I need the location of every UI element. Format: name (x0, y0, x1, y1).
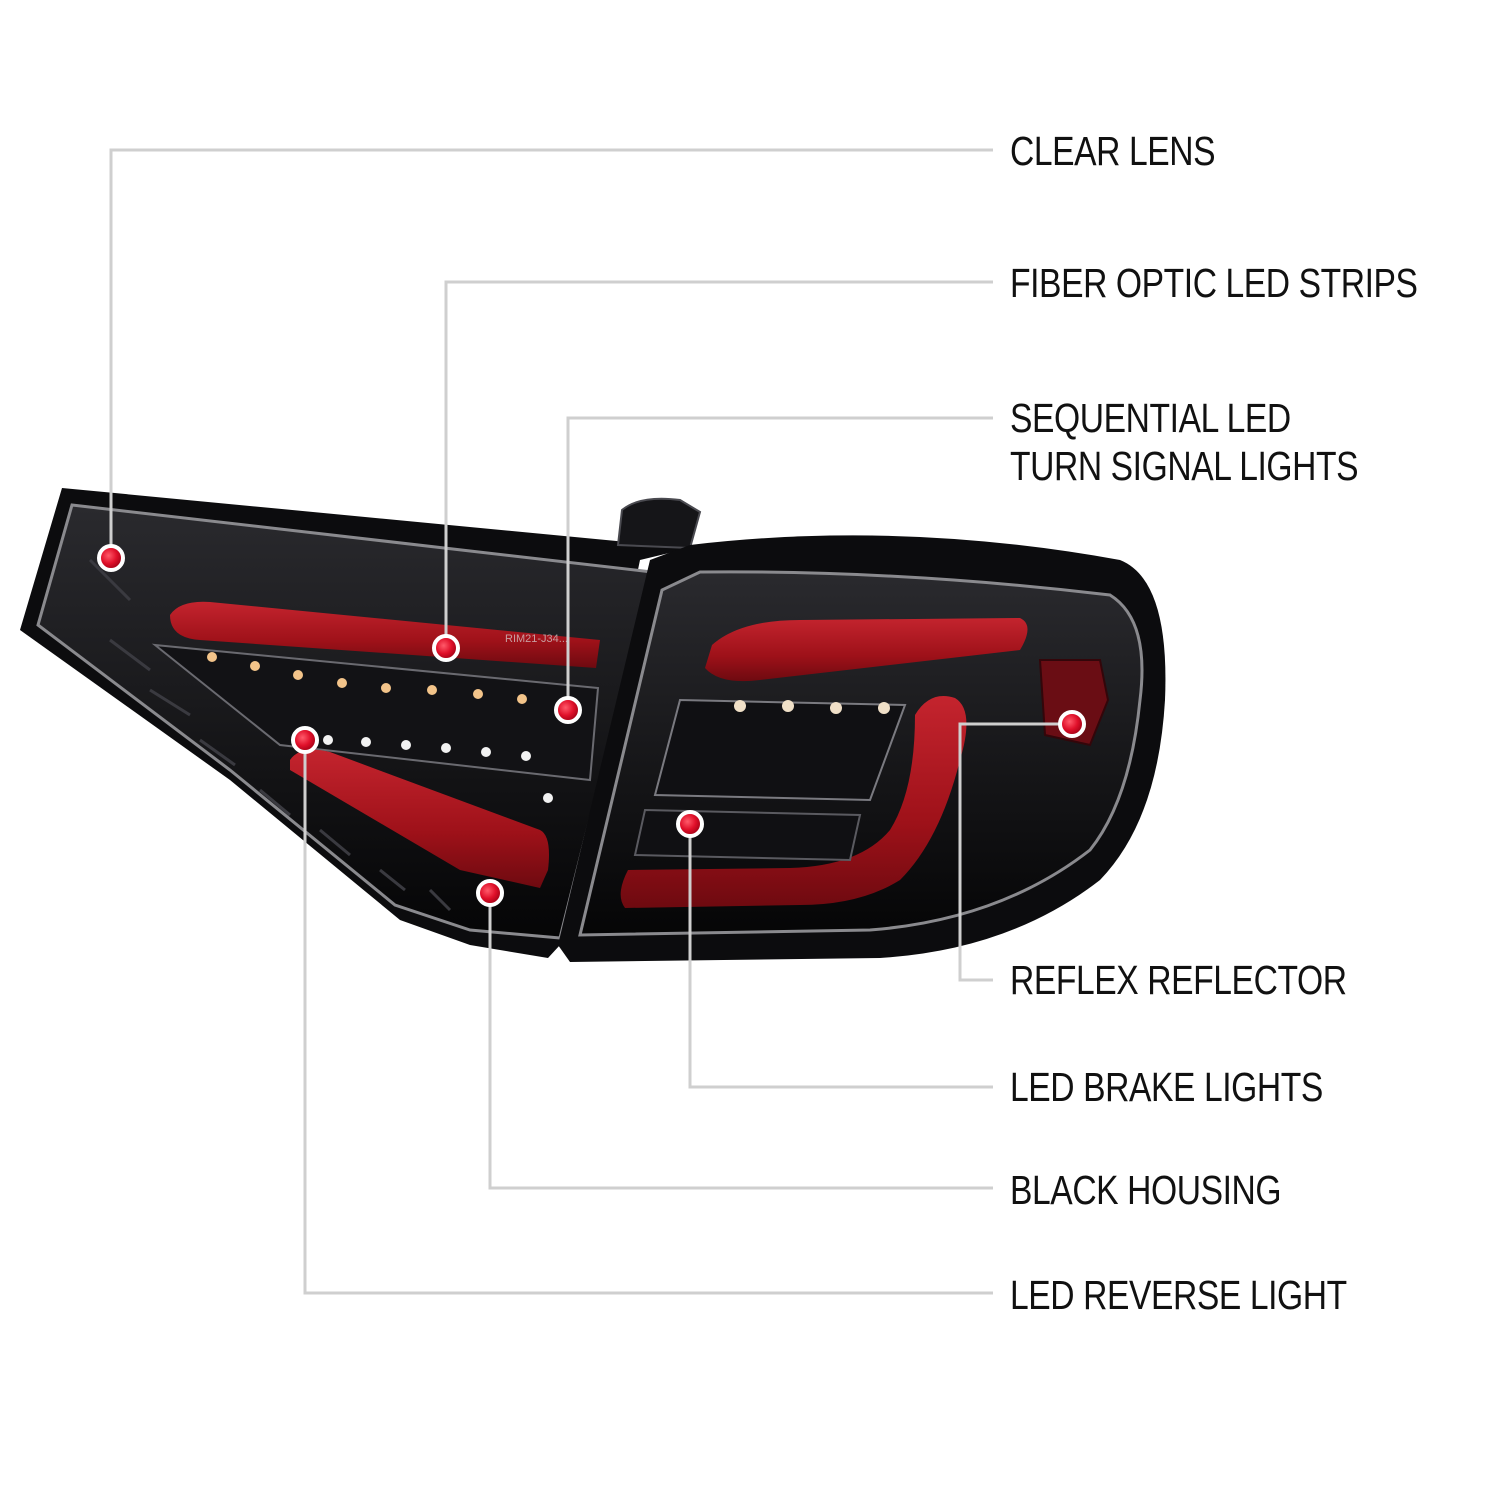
outer-led-panel (151, 643, 600, 782)
leader-brake (688, 824, 993, 1089)
label-led-brake-lights: LED BRAKE LIGHTS (1010, 1063, 1323, 1111)
label-brake-text: LED BRAKE LIGHTS (1010, 1064, 1323, 1110)
label-housing-text: BLACK HOUSING (1010, 1167, 1282, 1213)
leader-reflex (958, 722, 1072, 982)
outer-upper-led-row (207, 652, 527, 704)
marker-fiber-optic (432, 634, 460, 662)
leader-housing (488, 893, 993, 1190)
marker-sequential (554, 696, 582, 724)
lens-marking: RIM21-J34... (505, 633, 568, 645)
label-reflex-text: REFLEX REFLECTOR (1010, 957, 1347, 1003)
label-sequential-led-turn-signal: SEQUENTIAL LED TURN SIGNAL LIGHTS (1010, 394, 1359, 490)
leader-fiber-optic (444, 280, 993, 648)
outer-lower-led-row (323, 735, 553, 803)
label-clear-lens: CLEAR LENS (1010, 127, 1216, 175)
marker-reverse (291, 726, 319, 754)
label-fiber-optic-led-strips: FIBER OPTIC LED STRIPS (1010, 259, 1418, 307)
label-clear-lens-text: CLEAR LENS (1010, 128, 1216, 174)
label-reverse-text: LED REVERSE LIGHT (1010, 1272, 1347, 1318)
inner-mount-tab (616, 497, 702, 550)
inner-upper-light-bar (705, 618, 1028, 682)
marker-reflex (1058, 710, 1086, 738)
label-led-reverse-light: LED REVERSE LIGHT (1010, 1271, 1347, 1319)
inner-lower-led-panel (633, 808, 862, 862)
label-fiber-optic-text: FIBER OPTIC LED STRIPS (1010, 260, 1418, 306)
marker-clear-lens (97, 544, 125, 572)
label-reflex-reflector: REFLEX REFLECTOR (1010, 956, 1347, 1004)
callout-markers (97, 544, 1086, 907)
outer-tail-light: RIM21-J34... (20, 488, 690, 958)
leader-lines (109, 148, 1072, 1295)
leader-reverse (303, 740, 993, 1295)
label-black-housing: BLACK HOUSING (1010, 1166, 1282, 1214)
outer-rib-detail (88, 558, 452, 912)
marker-housing (476, 879, 504, 907)
inner-tail-light (558, 497, 1166, 962)
inner-led-row (734, 700, 890, 714)
label-sequential-line-2: TURN SIGNAL LIGHTS (1010, 443, 1359, 489)
label-sequential-line-1: SEQUENTIAL LED (1010, 395, 1291, 441)
inner-led-panel (653, 698, 907, 802)
leader-sequential (566, 416, 993, 710)
marker-brake (676, 810, 704, 838)
inner-c-light-bar (620, 696, 967, 908)
outer-lower-light-bar (290, 749, 549, 888)
outer-upper-light-bar (170, 601, 600, 668)
leader-clear-lens (109, 148, 993, 558)
